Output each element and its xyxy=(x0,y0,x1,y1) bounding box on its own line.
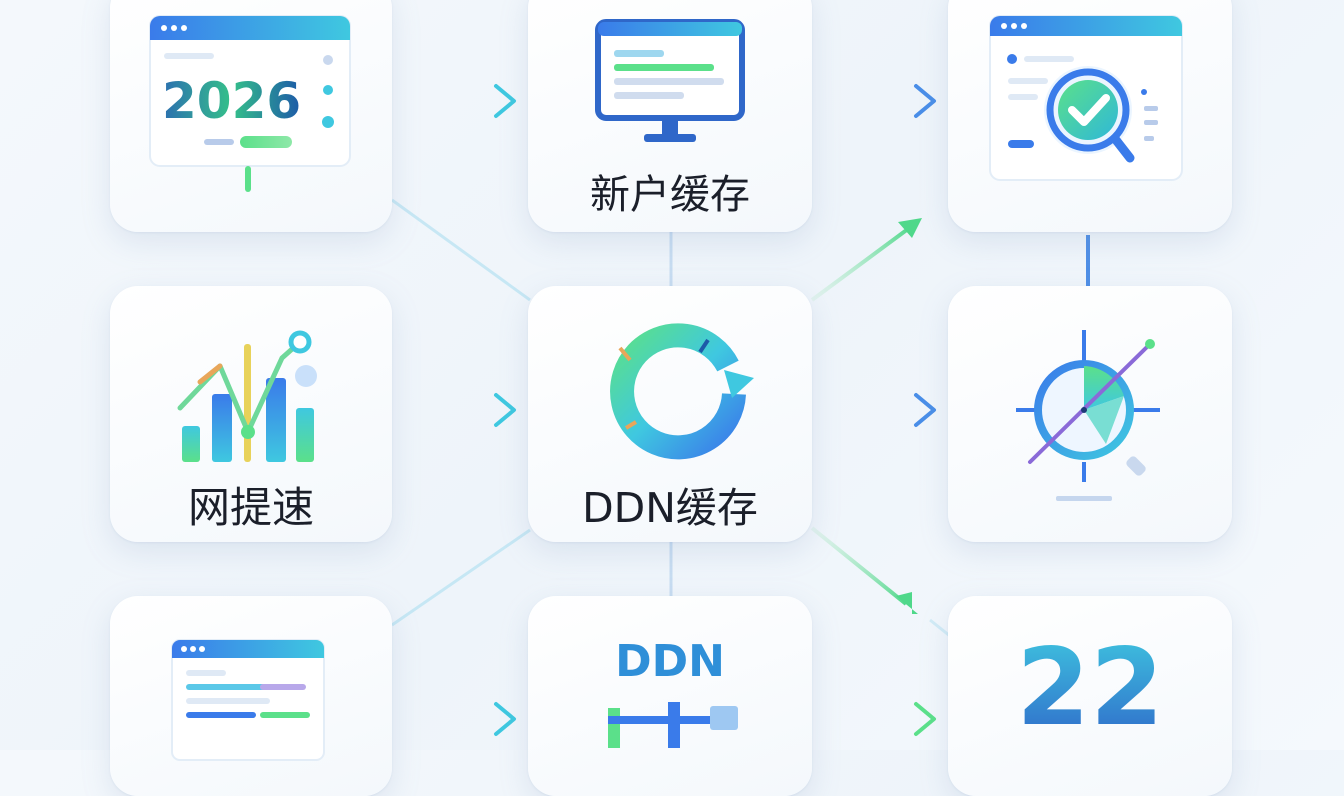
arrow-year-to-newuser xyxy=(398,84,516,118)
new-user-cache-label: 新户缓存 xyxy=(590,172,750,218)
diag-line-bottom-left xyxy=(391,528,531,627)
arrow-ddn-to-scope xyxy=(815,393,936,427)
target-scope-icon xyxy=(1016,330,1160,501)
count-number: 22 xyxy=(948,626,1232,749)
node-list-screen xyxy=(110,596,392,796)
speed-chart-icon xyxy=(177,330,317,462)
connector-layer xyxy=(391,84,1090,736)
network-speedup-label: 网提速 xyxy=(187,483,314,532)
ddn-node-label: DDN xyxy=(615,636,725,687)
node-count: 22 xyxy=(948,596,1232,796)
year-number: 2026 xyxy=(162,72,302,130)
verified-search-icon xyxy=(989,15,1183,181)
arrow-ddn-to-verify xyxy=(810,218,922,302)
node-new-user-cache: 新户缓存 xyxy=(528,0,812,232)
node-verify-screen xyxy=(948,0,1232,232)
node-target-scope xyxy=(948,286,1232,542)
list-window-icon xyxy=(171,639,325,761)
node-ddn-cache: DDN缓存 xyxy=(528,286,812,542)
calendar-screen-icon xyxy=(149,15,351,192)
refresh-cycle-icon xyxy=(610,323,754,460)
arrow-list-to-ddnnode xyxy=(398,702,516,736)
diag-line-top-left xyxy=(391,198,531,302)
arrow-ddnnode-to-count xyxy=(815,702,936,736)
ddn-cache-label: DDN缓存 xyxy=(582,484,758,532)
plug-connector-icon xyxy=(608,702,738,748)
monitor-icon xyxy=(595,19,745,142)
arrow-newuser-to-verify xyxy=(815,84,936,118)
node-network-speedup: 网提速 xyxy=(110,286,392,542)
arrow-ddn-to-count xyxy=(810,526,918,614)
arrow-speedup-to-ddn xyxy=(398,393,516,427)
node-year-screen: 2026 xyxy=(110,0,392,232)
node-ddn: DDN xyxy=(528,596,812,796)
